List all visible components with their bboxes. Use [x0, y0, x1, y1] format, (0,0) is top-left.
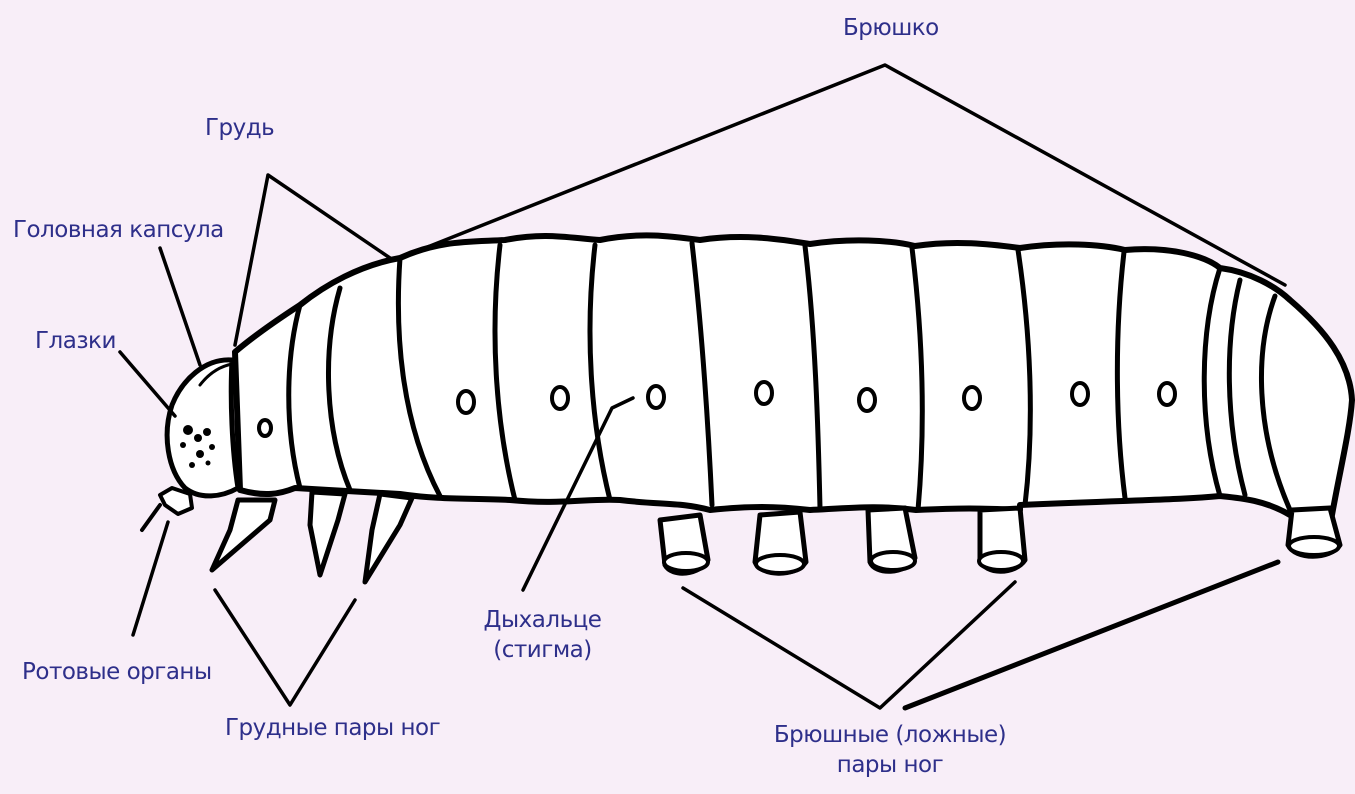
head-capsule-leader: [160, 248, 200, 365]
ocelli-leader: [120, 352, 175, 416]
label-abdomen: Брюшко: [843, 13, 939, 43]
label-prolegs-line2: пары ног: [760, 750, 1020, 780]
thoracic-leg: [310, 492, 345, 575]
thoracic-legs-leader: [215, 590, 355, 705]
prolegs-leader: [683, 582, 1015, 708]
thoracic-legs: [212, 492, 412, 582]
thoracic-leg: [365, 494, 412, 582]
label-head-capsule: Головная капсула: [13, 215, 224, 245]
spiracle: [648, 386, 664, 408]
prolegs-rear-leader: [905, 562, 1278, 708]
label-thoracic-legs: Грудные пары ног: [225, 713, 440, 743]
thoracic-leg: [212, 500, 275, 570]
label-prolegs-line1: Брюшные (ложные): [760, 720, 1020, 750]
spiracle: [1159, 383, 1175, 405]
label-ocelli: Глазки: [35, 326, 116, 356]
spiracle: [964, 387, 980, 409]
label-spiracle: Дыхальце (стигма): [470, 605, 615, 665]
label-spiracle-line1: Дыхальце: [470, 605, 615, 635]
label-spiracle-line2: (стигма): [470, 635, 615, 665]
label-prolegs: Брюшные (ложные) пары ног: [760, 720, 1020, 780]
label-thorax: Грудь: [205, 113, 274, 143]
mouthparts: [160, 488, 192, 514]
spiracle: [552, 387, 568, 409]
label-mouthparts: Ротовые органы: [22, 657, 212, 687]
mouthparts-leader: [133, 522, 168, 635]
spiracle: [259, 420, 271, 436]
spiracle: [859, 389, 875, 411]
spiracle: [458, 391, 474, 413]
spiracle: [1072, 383, 1088, 405]
mouthpart-palp: [142, 505, 160, 530]
spiracle: [756, 382, 772, 404]
